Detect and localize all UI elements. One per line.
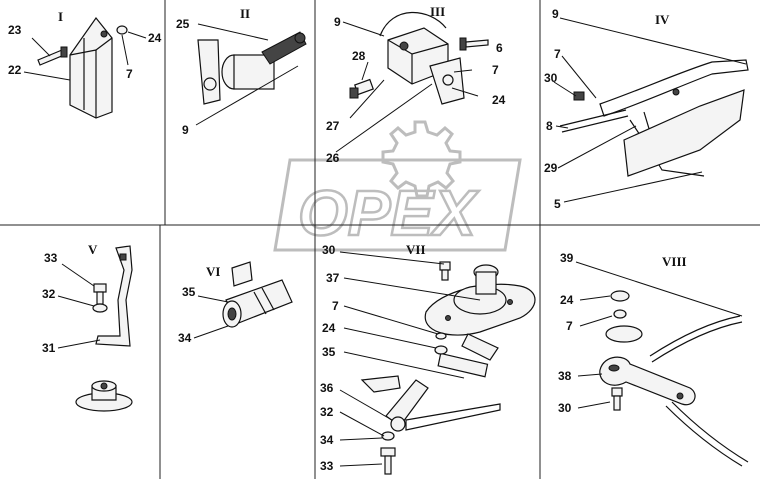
panel-v: V 33 32 31: [42, 242, 133, 412]
callout-number: 35: [322, 345, 336, 359]
callout-number: 32: [42, 287, 56, 301]
callout-number: 35: [182, 285, 196, 299]
callout-number: 24: [148, 31, 162, 45]
lever-rod-part: [385, 333, 501, 432]
washer-part: [116, 25, 128, 35]
panel-i: I 23 24 22 7: [8, 9, 162, 119]
callout-number: 31: [42, 341, 56, 355]
callout-number: 32: [320, 405, 334, 419]
callout-number: 33: [44, 251, 58, 265]
bolt-part: [380, 431, 396, 475]
grommet-part: [360, 375, 401, 393]
watermark-text: OPEX: [298, 177, 479, 249]
grommet-part: [75, 380, 133, 412]
panel-label: VI: [206, 264, 220, 279]
clamp-part: [222, 261, 293, 328]
callout-number: 34: [178, 331, 192, 345]
callout-number: 24: [560, 293, 574, 307]
panel-label: II: [240, 6, 250, 21]
callout-number: 7: [332, 299, 339, 313]
washer-part: [605, 290, 643, 343]
callout-number: 26: [326, 151, 340, 165]
nut-part: [434, 332, 448, 355]
callout-number: 27: [326, 119, 340, 133]
panel-viii: VIII 39 24 7 38 30: [558, 251, 749, 467]
panel-iv: IV 9 7 30 8 29 5: [544, 7, 749, 211]
callout-number: 28: [352, 49, 366, 63]
washer-part: [92, 303, 108, 313]
panel-label: VII: [406, 242, 426, 257]
bolt-part: [37, 46, 68, 66]
callout-number: 38: [558, 369, 572, 383]
switch-body-part: [221, 31, 307, 90]
callout-number: 8: [546, 119, 553, 133]
callout-number: 36: [320, 381, 334, 395]
callout-number: 33: [320, 459, 334, 473]
callout-number: 6: [496, 41, 503, 55]
panel-vi: VI 35 34: [178, 261, 293, 345]
panel-label: III: [430, 4, 445, 19]
panel-label: I: [58, 9, 63, 24]
bolt-part: [93, 283, 107, 305]
bolt-part: [459, 37, 489, 51]
callout-number: 34: [320, 433, 334, 447]
callout-number: 24: [492, 93, 506, 107]
bolt-part: [611, 387, 623, 411]
panel-ii: II 25 9: [176, 6, 307, 137]
watermark-logo: OPEX: [273, 120, 522, 252]
bolt-part: [573, 91, 585, 101]
callout-number: 30: [322, 243, 336, 257]
lever-arm-part: [599, 356, 696, 406]
callout-number: 24: [322, 321, 336, 335]
bolt-part: [439, 261, 451, 281]
linkage-rods-part: [559, 59, 749, 177]
contact-block-part: [69, 17, 113, 119]
panel-label: V: [88, 242, 98, 257]
cable-part: [649, 315, 749, 467]
callout-number: 25: [176, 17, 190, 31]
callout-number: 30: [558, 401, 572, 415]
callout-number: 39: [560, 251, 574, 265]
callout-number: 37: [326, 271, 340, 285]
pump-assembly-part: [379, 11, 465, 105]
panel-label: IV: [655, 12, 670, 27]
union-part: [349, 78, 374, 99]
panel-vii: VII: [320, 242, 536, 475]
callout-number: 29: [544, 161, 558, 175]
callout-number: 30: [544, 71, 558, 85]
strap-part: [95, 245, 133, 347]
callout-number: 22: [8, 63, 22, 77]
callout-number: 9: [334, 15, 341, 29]
callout-number: 7: [126, 67, 133, 81]
handle-base-part: [424, 264, 536, 336]
bracket-part: [197, 39, 221, 105]
callout-number: 7: [566, 319, 573, 333]
callout-number: 9: [182, 123, 189, 137]
callout-number: 23: [8, 23, 22, 37]
callout-number: 7: [492, 63, 499, 77]
panel-label: VIII: [662, 254, 687, 269]
callout-number: 9: [552, 7, 559, 21]
callout-number: 5: [554, 197, 561, 211]
panel-iii: III 9 28 6 7 27 24 26: [326, 4, 506, 165]
callout-number: 7: [554, 47, 561, 61]
